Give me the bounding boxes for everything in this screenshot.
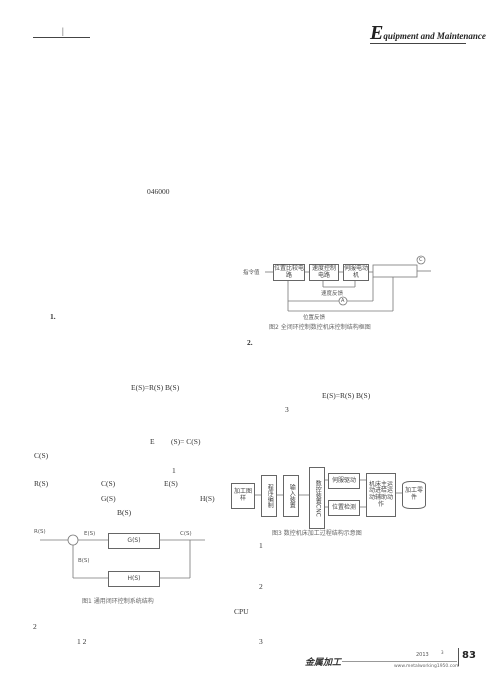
figure-1: R(S) E(S) G(S) C(S) B(S) H(S) 图1 通用闭环控制系… [30,525,220,610]
fig1-h-block: H(S) [108,571,160,587]
fig1-input-label: R(S) [34,529,46,535]
figure-2-lines [265,255,431,312]
figure-1-lines [40,534,205,579]
fig2-speed-feedback-label: 速度反馈 [321,291,344,297]
figure-2: 指令值 位置比较电路 速度控制电路 伺服电动机 速度反馈 A C 位置反馈 图2… [243,255,433,335]
fig2-caption: 图2 全闭环控制数控机床控制结构框图 [269,324,371,331]
item-2: 2 [259,582,263,591]
footer-logo: 金属加工 [305,658,342,668]
section-1-heading: 1. [50,312,56,321]
page-number: 83 [462,650,476,661]
var-c: C(S) [101,479,116,488]
cpu-label: CPU [234,607,249,616]
footer-issue: 3 [441,650,444,655]
fig2-circle-a: A [341,298,345,304]
equation-error: E(S)=R(S) B(S) [131,383,180,392]
footer-divider [458,648,459,666]
header-rule-right [370,43,466,44]
fig3-servo-drive-block: 伺服驱动 [328,473,360,489]
fig3-position-detect-block: 位置检测 [328,500,360,516]
fig3-cnc-block: 数控装置CNC [309,467,325,529]
var-e: E(S) [164,479,178,488]
journal-brand: Equipment and Maintenance [370,22,486,45]
fig1-g-block: G(S) [108,533,160,549]
fig3-programming-block: 程序编制 [261,475,277,517]
fig2-circle-c: C [419,257,423,263]
var-r: R(S) [34,479,49,488]
fig1-caption: 图1 通用闭环控制系统结构 [82,598,154,605]
figure-3: 加工图样 程序编制 输入装置 数控装置CNC 伺服驱动 位置检测 机床主运动进给… [228,465,438,545]
footer-rule [342,661,457,662]
footer-year: 2013 [416,652,429,658]
fig2-servo-motor-block: 伺服电动机 [343,264,369,281]
var-b: B(S) [117,508,132,517]
equation-error-right: E(S)=R(S) B(S) [322,391,371,400]
fig2-command-label: 指令值 [243,270,260,276]
output-var: C(S) [34,451,49,460]
fig3-input-device-block: 输入装置 [283,475,299,517]
note-2: 2 [33,622,37,631]
equation-error-2b: (S)= C(S) [171,437,201,446]
fig2-position-feedback-label: 位置反馈 [303,315,326,321]
var-h: H(S) [200,494,215,503]
fig2-position-compare-block: 位置比较电路 [273,264,305,281]
item-3: 3 [259,637,263,646]
brand-letter: E [370,22,384,44]
section-2-heading: 2. [247,338,253,347]
var-g: G(S) [101,494,116,503]
note-3: 3 [285,405,289,414]
fig2-speed-control-block: 速度控制电路 [309,264,339,281]
fig3-drawing-block: 加工图样 [231,483,255,509]
header-rule-left [33,37,90,38]
brand-rest: quipment and Maintenance [383,31,486,41]
footer-website[interactable]: www.metalworking1950.com [394,664,460,669]
fig1-output-label: C(S) [180,531,192,537]
note-1: 1 [172,466,176,475]
fig3-machine-block: 机床主运动进给运动辅助动作 [366,473,396,517]
postcode: 046000 [147,187,170,196]
item-1: 1 [259,541,263,550]
refs-1-2: 1 2 [77,637,87,646]
fig1-error-label: E(S) [84,531,96,537]
header-mark: | [62,26,64,36]
fig3-part-block: 加工零件 [402,481,426,509]
fig1-feedback-label: B(S) [78,558,90,564]
fig3-caption: 图3 数控机床加工过程结构示意图 [272,530,362,537]
equation-error-2a: E [150,437,155,446]
